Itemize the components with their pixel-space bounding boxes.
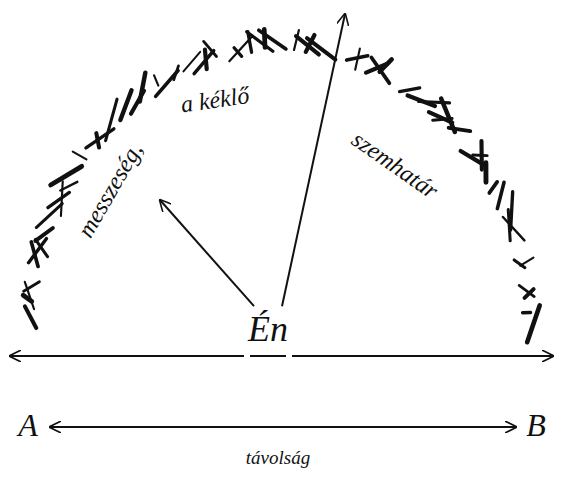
hatch-stroke [51,166,82,185]
hatch-stroke [523,311,531,315]
hatch-stroke [483,163,488,183]
hatch-stroke [497,182,504,208]
hatch-stroke [525,289,534,298]
hatch-stroke [48,192,70,207]
hatch-stroke [503,217,524,240]
hatch-stroke [307,38,335,59]
hatch-stroke [120,90,131,120]
hatch-stroke [400,88,420,92]
hatch-stroke [194,51,214,74]
hatch-stroke [489,182,497,193]
arc-text: messzeség, [72,138,147,242]
hatch-stroke [520,258,533,266]
distance-label: távolság [246,448,310,469]
left-arrow [10,355,244,357]
hatch-stroke [234,48,242,57]
hatch-stroke [371,58,389,84]
hatch-stroke [29,239,47,263]
hatch-stroke [508,210,510,241]
hatch-stroke [60,182,77,191]
hatch-stroke [527,305,540,342]
hatch-stroke [479,141,483,170]
hatch-stroke [24,282,40,291]
horizon-hatching [23,29,539,342]
sight-arrow [282,14,345,306]
hatch-stroke [174,66,179,80]
hatch-stroke [355,49,360,70]
hatch-stroke [204,41,217,56]
sight-arrows [10,14,553,427]
right-arrow [292,355,553,357]
hatch-stroke [247,32,273,52]
hatch-stroke [35,228,53,241]
hatch-stroke [86,129,114,148]
point-label: A [18,408,38,443]
self-label: Én [248,310,288,350]
point-label: B [526,408,546,443]
hatch-stroke [23,295,32,301]
hatch-stroke [205,50,207,70]
hatch-stroke [441,98,455,132]
hatch-stroke [140,73,146,102]
base-line [250,355,286,357]
distance-arrow [50,426,516,428]
arc-text: a kéklő [179,82,251,118]
arc-text: szemhatár [347,126,443,204]
hatch-stroke [154,75,158,85]
sight-arrow [160,200,254,306]
hatch-stroke [511,192,513,230]
hatch-stroke [259,30,286,49]
hatch-stroke [73,152,87,160]
